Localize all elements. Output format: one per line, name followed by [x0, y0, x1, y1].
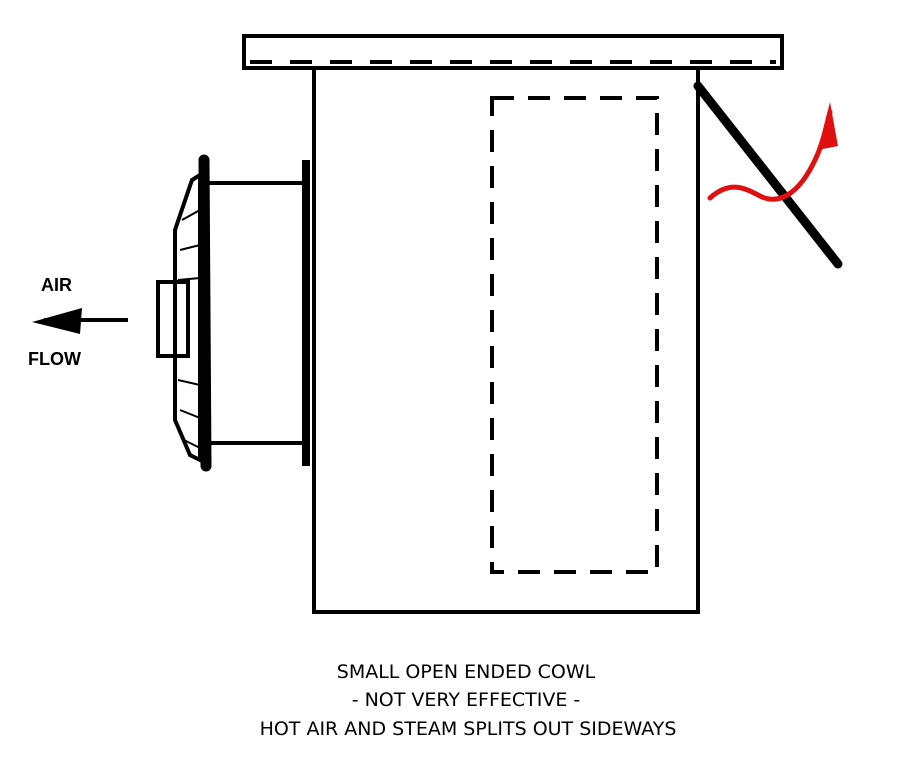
- top-lid: [242, 34, 784, 70]
- cabinet-body: [312, 66, 700, 614]
- fan-mount: [208, 160, 310, 466]
- fan-motor: [156, 280, 190, 358]
- internal-element-dashed: [490, 96, 659, 574]
- fan: [156, 154, 212, 472]
- airflow-label-air: AIR: [41, 275, 72, 295]
- airflow-label-flow: FLOW: [28, 349, 81, 369]
- airflow-arrow: [32, 308, 128, 334]
- caption-line-2: - NOT VERY EFFECTIVE -: [352, 689, 581, 711]
- cowl-flap: [693, 81, 843, 269]
- caption-line-3: HOT AIR AND STEAM SPLITS OUT SIDEWAYS: [260, 718, 677, 740]
- steam-arrow: [707, 102, 838, 202]
- caption-line-1: SMALL OPEN ENDED COWL: [337, 661, 596, 683]
